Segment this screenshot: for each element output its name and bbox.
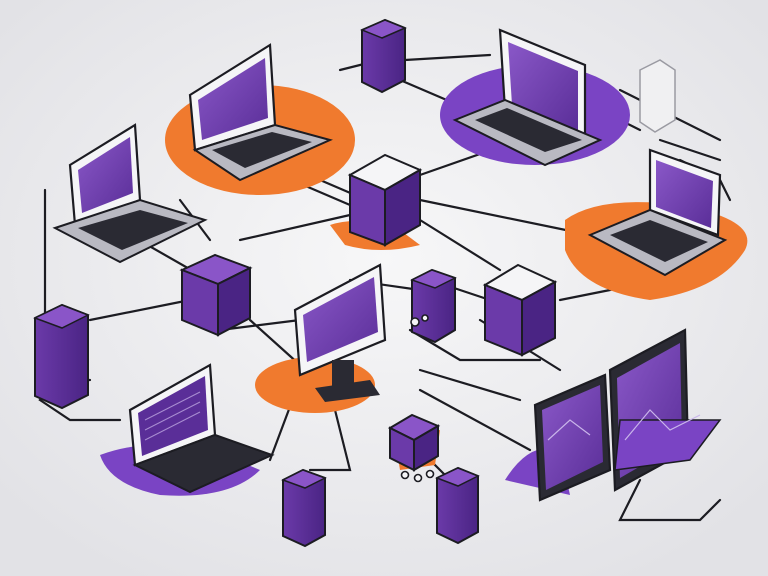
- monitor-icon: [533, 373, 612, 502]
- laptop-icon: [452, 28, 603, 167]
- server-icon: [360, 18, 407, 94]
- server-icon: [281, 468, 327, 548]
- server-icon: [482, 263, 558, 357]
- server-icon: [179, 253, 253, 337]
- monitor-icon: [608, 328, 722, 492]
- server-icon: [410, 268, 457, 344]
- server-icon: [33, 303, 90, 410]
- server-icon: [387, 413, 441, 472]
- server-icon: [347, 153, 423, 247]
- monitor-icon: [639, 59, 676, 133]
- laptop-icon: [52, 123, 208, 264]
- laptop-icon: [128, 363, 275, 494]
- cable-connector-icons: [400, 314, 435, 483]
- monitor-icon: [293, 263, 387, 402]
- server-icon: [435, 466, 480, 545]
- laptop-icon: [188, 43, 333, 182]
- laptop-icon: [587, 148, 728, 277]
